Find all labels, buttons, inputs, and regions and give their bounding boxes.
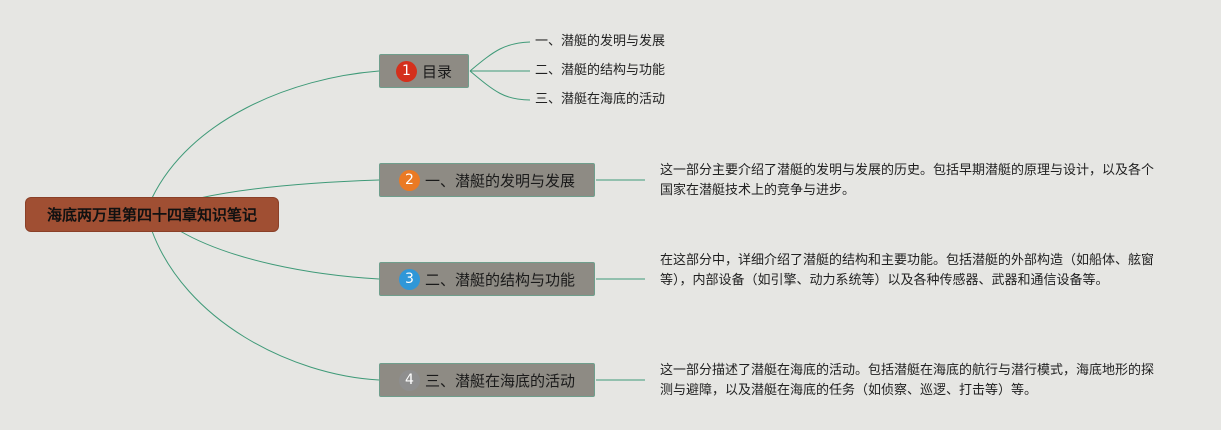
branch-toc[interactable]: 1 目录 <box>379 54 469 88</box>
branch-invention[interactable]: 2 一、潜艇的发明与发展 <box>379 163 595 197</box>
toc-item[interactable]: 三、潜艇在海底的活动 <box>535 92 666 107</box>
connector-root-to-toc <box>151 70 380 199</box>
number-1-icon: 1 <box>395 60 417 82</box>
branch-activities[interactable]: 4 三、潜艇在海底的活动 <box>379 363 595 397</box>
connector-root-to-branch-3 <box>151 230 380 381</box>
description-activities[interactable]: 这一部分描述了潜艇在海底的活动。包括潜艇在海底的航行与潜行模式，海底地形的探测与… <box>660 363 1155 398</box>
branch-label: 一、潜艇的发明与发展 <box>424 171 575 190</box>
branch-label: 目录 <box>421 62 452 81</box>
root-node[interactable]: 海底两万里第四十四章知识笔记 <box>26 198 278 231</box>
number-3-icon: 3 <box>398 268 420 290</box>
number-4-icon: 4 <box>398 369 420 391</box>
connector-root-to-branch-2 <box>179 230 380 280</box>
number-2-icon: 2 <box>398 169 420 191</box>
branch-label: 二、潜艇的结构与功能 <box>424 270 575 289</box>
description-invention[interactable]: 这一部分主要介绍了潜艇的发明与发展的历史。包括早期潜艇的原理与设计，以及各个国家… <box>660 163 1155 198</box>
root-label: 海底两万里第四十四章知识笔记 <box>46 206 257 224</box>
toc-item[interactable]: 二、潜艇的结构与功能 <box>535 63 666 78</box>
branch-label: 三、潜艇在海底的活动 <box>424 371 575 390</box>
toc-item[interactable]: 一、潜艇的发明与发展 <box>535 34 666 49</box>
branch-structure[interactable]: 3 二、潜艇的结构与功能 <box>379 262 595 296</box>
connector-toc-to-leaf-3 <box>469 70 531 101</box>
connector-toc-to-leaf-1 <box>469 41 531 72</box>
description-structure[interactable]: 在这部分中，详细介绍了潜艇的结构和主要功能。包括潜艇的外部构造（如船体、舷窗等）… <box>660 253 1155 288</box>
connector-root-to-branch-1 <box>199 179 380 199</box>
